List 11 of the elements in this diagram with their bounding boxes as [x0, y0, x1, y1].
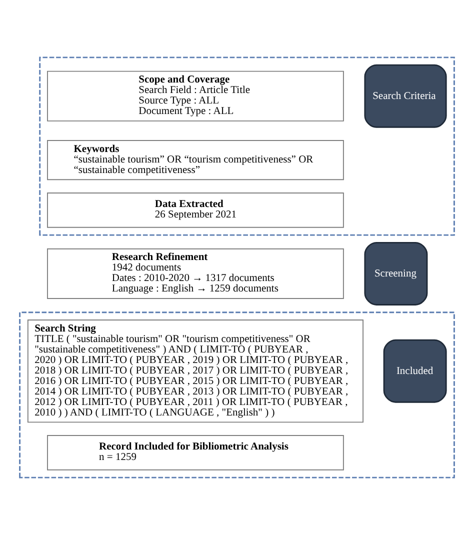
node-box: Screening	[364, 242, 428, 306]
node-box: Data Extracted 26 September 2021	[47, 192, 344, 228]
node-box: Search Criteria	[364, 64, 447, 128]
node-box: Keywords “sustainable tourism” OR “tourism competitiveness” OR “sustainable competitiveness”	[47, 140, 344, 180]
cluster	[19, 312, 455, 478]
node-box: Scope and Coverage Search Field : Article Title Source Type : ALL Document Type : ALL	[47, 70, 344, 122]
node-box: Research Refinement 1942 documents Dates : 2010-2020 → 1317 documents Language : English → 1259 documents	[47, 248, 344, 299]
cluster	[39, 56, 455, 236]
node-box: Search String TITLE ( "sustainable tourism" OR "tourism competitiveness" OR "sustainable competitiveness" ) AND ( LIMIT-TO ( PUBYEAR , 2020 ) OR LIMIT-TO ( PUBYEAR , 2019 ) OR LIMIT-TO ( PUBYEAR , 2018 ) OR LIMIT-TO ( PUBYEAR , 2017 ) OR LIMIT-TO ( PUBYEAR , 2016 ) OR LIMIT-TO ( PUBYEAR , 2015 ) OR LIMIT-TO ( PUBYEAR , 2014 ) OR LIMIT-TO ( PUBYEAR , 2013 ) OR LIMIT-TO ( PUBYEAR , 2012 ) OR LIMIT-TO ( PUBYEAR , 2011 ) OR LIMIT-TO ( PUBYEAR , 2010 ) ) AND ( LIMIT-TO ( LANGUAGE , "English" ) )	[27, 320, 364, 423]
node-box: Record Included for Bibliometric Analysis n = 1259	[47, 435, 344, 470]
node-box: Included	[383, 339, 447, 403]
